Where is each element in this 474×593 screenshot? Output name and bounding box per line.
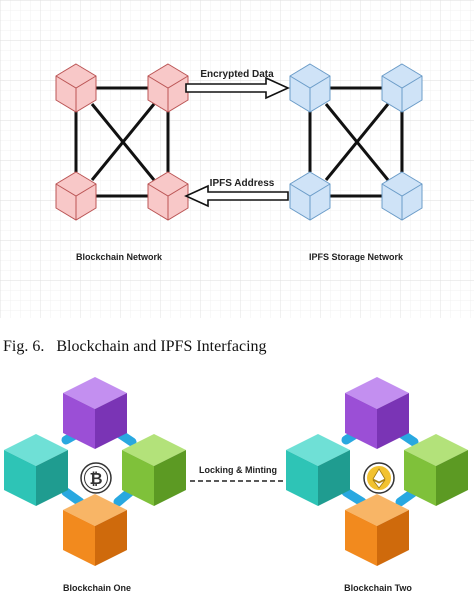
blockchain-node: [147, 63, 189, 113]
blockchain-ipfs-diagram: Encrypted Data IPFS Address Blockchain N…: [0, 0, 474, 318]
ethereum-icon: [363, 462, 395, 494]
purple-block: [63, 377, 127, 449]
ipfs-node: [289, 171, 331, 221]
right-cluster: [286, 377, 468, 566]
blockchain-network-label: Blockchain Network: [76, 252, 163, 262]
blockchain-two-label: Blockchain Two: [344, 583, 412, 593]
locking-minting-label: Locking & Minting: [199, 465, 277, 475]
orange-block: [63, 494, 127, 566]
teal-block: [286, 434, 350, 506]
figure-caption: Fig. 6. Blockchain and IPFS Interfacing: [3, 338, 267, 356]
ipfs-nodes: [289, 63, 423, 221]
figure-title: Blockchain and IPFS Interfacing: [56, 338, 267, 355]
ipfs-node: [381, 63, 423, 113]
blockchain-node: [55, 63, 97, 113]
teal-block: [4, 434, 68, 506]
encrypted-data-label: Encrypted Data: [200, 69, 274, 80]
purple-block: [345, 377, 409, 449]
top-diagram-panel: Encrypted Data IPFS Address Blockchain N…: [0, 0, 474, 318]
figure-number: Fig. 6.: [3, 338, 45, 355]
left-cluster: ₿: [4, 377, 186, 566]
svg-text:₿: ₿: [89, 469, 102, 488]
ipfs-storage-network-label: IPFS Storage Network: [309, 252, 404, 262]
grid-background: [0, 0, 474, 318]
blockchain-node: [147, 171, 189, 221]
blockchain-one-label: Blockchain One: [63, 583, 131, 593]
green-block: [404, 434, 468, 506]
blockchain-network-links: [74, 86, 170, 198]
ipfs-node: [289, 63, 331, 113]
cross-chain-diagram: ₿ Locking &: [4, 377, 468, 593]
ipfs-address-arrow: [184, 184, 289, 208]
blockchain-node: [55, 171, 97, 221]
ipfs-network-links: [308, 86, 404, 198]
orange-block: [345, 494, 409, 566]
blockchain-nodes: [55, 63, 189, 221]
encrypted-data-arrow: [185, 76, 290, 100]
ipfs-node: [381, 171, 423, 221]
ipfs-address-label: IPFS Address: [210, 178, 275, 189]
green-block: [122, 434, 186, 506]
bitcoin-icon: ₿: [80, 462, 112, 494]
